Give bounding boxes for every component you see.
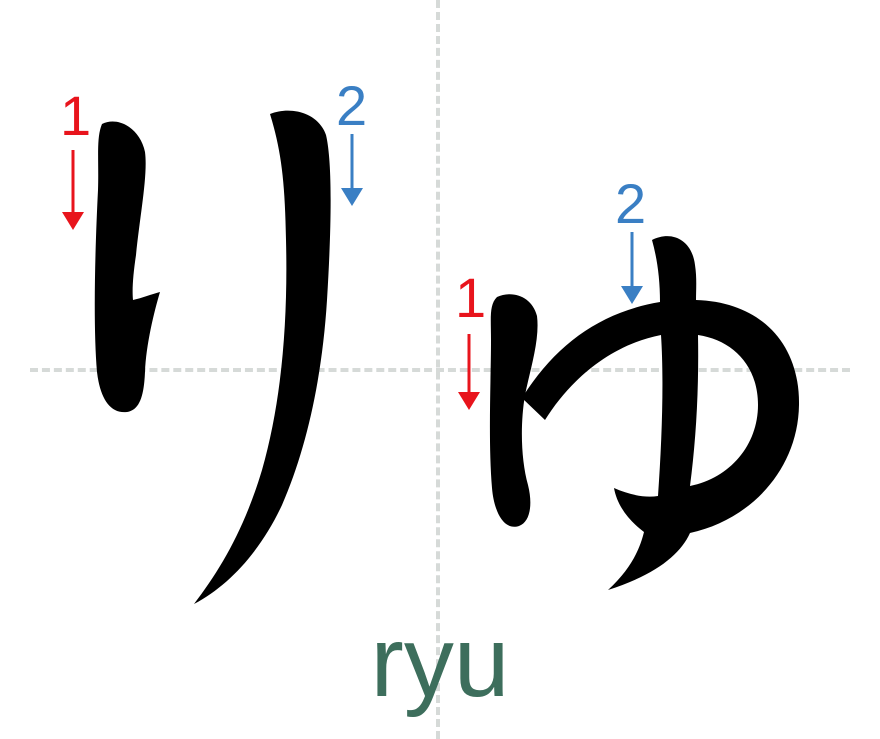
yu-stroke-1 [489, 294, 538, 527]
yu-stroke-1-number: 1 [455, 266, 487, 329]
yu-stroke-2-arrow-icon [621, 232, 643, 304]
ri-stroke-2-number: 2 [336, 74, 368, 137]
ri-stroke-2 [194, 110, 331, 604]
romaji-label: ryu [370, 606, 510, 718]
ri-stroke-1 [94, 121, 160, 413]
ri-stroke-1-number: 1 [60, 84, 92, 147]
horizontal-guide-line [30, 368, 850, 372]
yu-stroke-2-number: 2 [615, 172, 647, 235]
ri-stroke-2-arrow-icon [341, 134, 363, 206]
yu-stroke-1-arrow-icon [458, 334, 480, 410]
ri-stroke-1-arrow-icon [62, 150, 84, 230]
yu-stroke-2 [522, 236, 800, 590]
